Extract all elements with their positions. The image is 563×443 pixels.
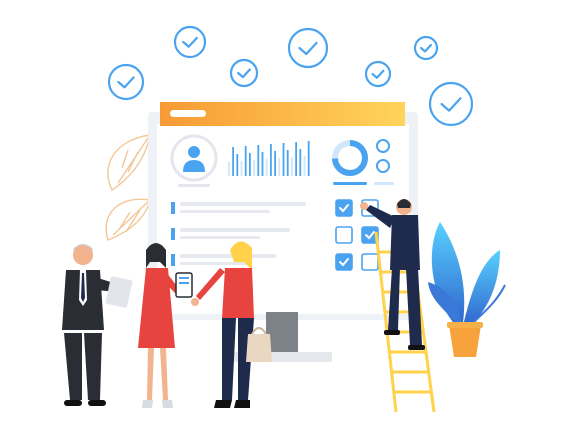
clock-icon xyxy=(107,63,145,101)
clock-icon xyxy=(428,81,474,127)
woman-in-red-dress xyxy=(138,243,193,408)
clock-icon xyxy=(364,60,392,88)
bar-line xyxy=(286,150,289,176)
bar-line xyxy=(249,153,251,176)
clock-icon xyxy=(229,58,259,88)
checkbox-icon xyxy=(361,253,379,271)
monitor-stand xyxy=(266,312,298,356)
woman-with-bag xyxy=(191,241,272,408)
bar-line xyxy=(257,145,260,176)
bar-line xyxy=(307,141,310,176)
decorative-leaves xyxy=(105,134,151,241)
bar-line xyxy=(274,151,276,176)
bar-line xyxy=(278,158,281,176)
bar-line xyxy=(261,152,264,176)
bar-line xyxy=(232,147,234,176)
clock-icon xyxy=(413,35,439,61)
man-on-ladder xyxy=(360,199,425,350)
bar-line xyxy=(299,149,302,176)
bar-line xyxy=(295,142,297,176)
checkbox-icon xyxy=(335,199,353,217)
clock-icon xyxy=(173,25,207,59)
checkbox-icon xyxy=(361,226,379,244)
bar-line xyxy=(244,146,247,176)
checkbox-icon xyxy=(335,226,353,244)
bar-line xyxy=(282,143,285,176)
clock-icon xyxy=(287,27,329,69)
bar-line xyxy=(291,157,293,176)
plant-icon xyxy=(428,222,506,357)
donut-chart-icon xyxy=(332,139,394,185)
bar-line xyxy=(253,160,255,176)
bar-line xyxy=(236,154,239,176)
user-avatar-icon xyxy=(170,134,218,187)
bar-graphic xyxy=(228,141,310,176)
floating-clocks xyxy=(107,25,474,127)
bar-line xyxy=(265,159,268,176)
checkbox-icon xyxy=(335,253,353,271)
bar-line xyxy=(303,156,306,176)
bar-line xyxy=(270,144,272,176)
man-with-tablet xyxy=(62,244,133,406)
bar-line xyxy=(240,161,243,176)
bar-line xyxy=(228,162,230,176)
